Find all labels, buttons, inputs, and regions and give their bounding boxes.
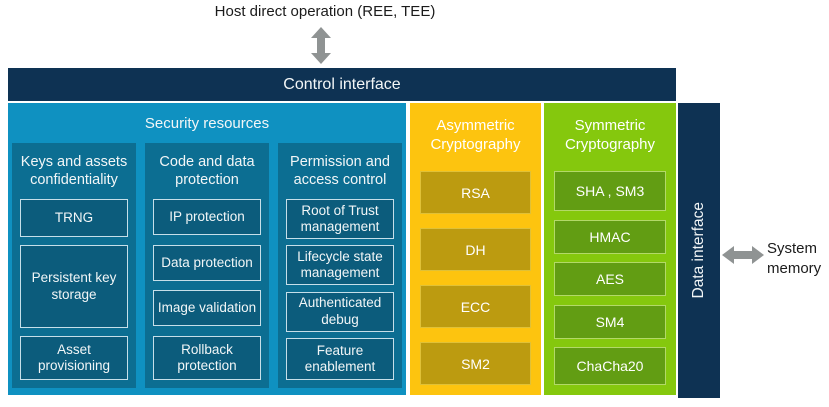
- column-header: Keys and assets confidentiality: [20, 153, 128, 188]
- data-interface-bar: Data interface: [678, 103, 720, 398]
- feature-box-data-protection: Data protection: [153, 244, 261, 281]
- feature-box-rollback-protection: Rollback protection: [153, 335, 261, 380]
- data-interface-label: Data interface: [690, 202, 707, 299]
- column-boxes: Root of Trust management Lifecycle state…: [286, 199, 394, 380]
- feature-box-lifecycle-state: Lifecycle state management: [286, 245, 394, 286]
- column-header: Code and data protection: [159, 153, 255, 188]
- algorithm-box-sha-sm3: SHA , SM3: [554, 171, 666, 211]
- feature-box-trng: TRNG: [20, 199, 128, 237]
- control-interface-label: Control interface: [283, 75, 401, 93]
- vertical-double-arrow-icon: [311, 27, 331, 64]
- feature-box-feature-enablement: Feature enablement: [286, 337, 394, 380]
- security-resources-panel: Security resources Keys and assets confi…: [8, 103, 406, 395]
- symmetric-boxes: SHA , SM3 HMAC AES SM4 ChaCha20: [554, 171, 666, 385]
- column-permission-access: Permission and access control Root of Tr…: [278, 143, 402, 388]
- security-resources-title: Security resources: [144, 114, 270, 132]
- system-memory-label: System memory: [767, 240, 822, 278]
- asymmetric-cryptography-title: Asymmetric Cryptography: [430, 116, 521, 154]
- control-interface-bar: Control interface: [8, 68, 676, 101]
- column-boxes: IP protection Data protection Image vali…: [153, 199, 261, 380]
- asymmetric-boxes: RSA DH ECC SM2: [420, 171, 531, 385]
- algorithm-box-sm2: SM2: [420, 342, 531, 385]
- symmetric-cryptography-title: Symmetric Cryptography: [564, 116, 656, 154]
- column-code-and-data: Code and data protection IP protection D…: [145, 143, 269, 388]
- host-operation-label: Host direct operation (REE, TEE): [214, 3, 436, 20]
- algorithm-box-rsa: RSA: [420, 171, 531, 214]
- feature-box-asset-provisioning: Asset provisioning: [20, 336, 128, 380]
- symmetric-cryptography-panel: Symmetric Cryptography SHA , SM3 HMAC AE…: [544, 103, 676, 395]
- feature-box-image-validation: Image validation: [153, 290, 261, 327]
- feature-box-root-of-trust: Root of Trust management: [286, 199, 394, 239]
- horizontal-double-arrow-icon: [722, 246, 764, 264]
- algorithm-box-ecc: ECC: [420, 285, 531, 328]
- feature-box-persistent-key-storage: Persistent key storage: [20, 245, 128, 328]
- algorithm-box-sm4: SM4: [554, 304, 666, 339]
- algorithm-box-aes: AES: [554, 262, 666, 296]
- feature-box-ip-protection: IP protection: [153, 199, 261, 235]
- algorithm-box-dh: DH: [420, 228, 531, 271]
- column-keys-and-assets: Keys and assets confidentiality TRNG Per…: [12, 143, 136, 388]
- column-header: Permission and access control: [290, 153, 390, 188]
- security-columns: Keys and assets confidentiality TRNG Per…: [12, 143, 402, 388]
- asymmetric-cryptography-panel: Asymmetric Cryptography RSA DH ECC SM2: [410, 103, 541, 395]
- column-boxes: TRNG Persistent key storage Asset provis…: [20, 199, 128, 380]
- algorithm-box-hmac: HMAC: [554, 219, 666, 254]
- feature-box-authenticated-debug: Authenticated debug: [286, 291, 394, 332]
- algorithm-box-chacha20: ChaCha20: [554, 347, 666, 385]
